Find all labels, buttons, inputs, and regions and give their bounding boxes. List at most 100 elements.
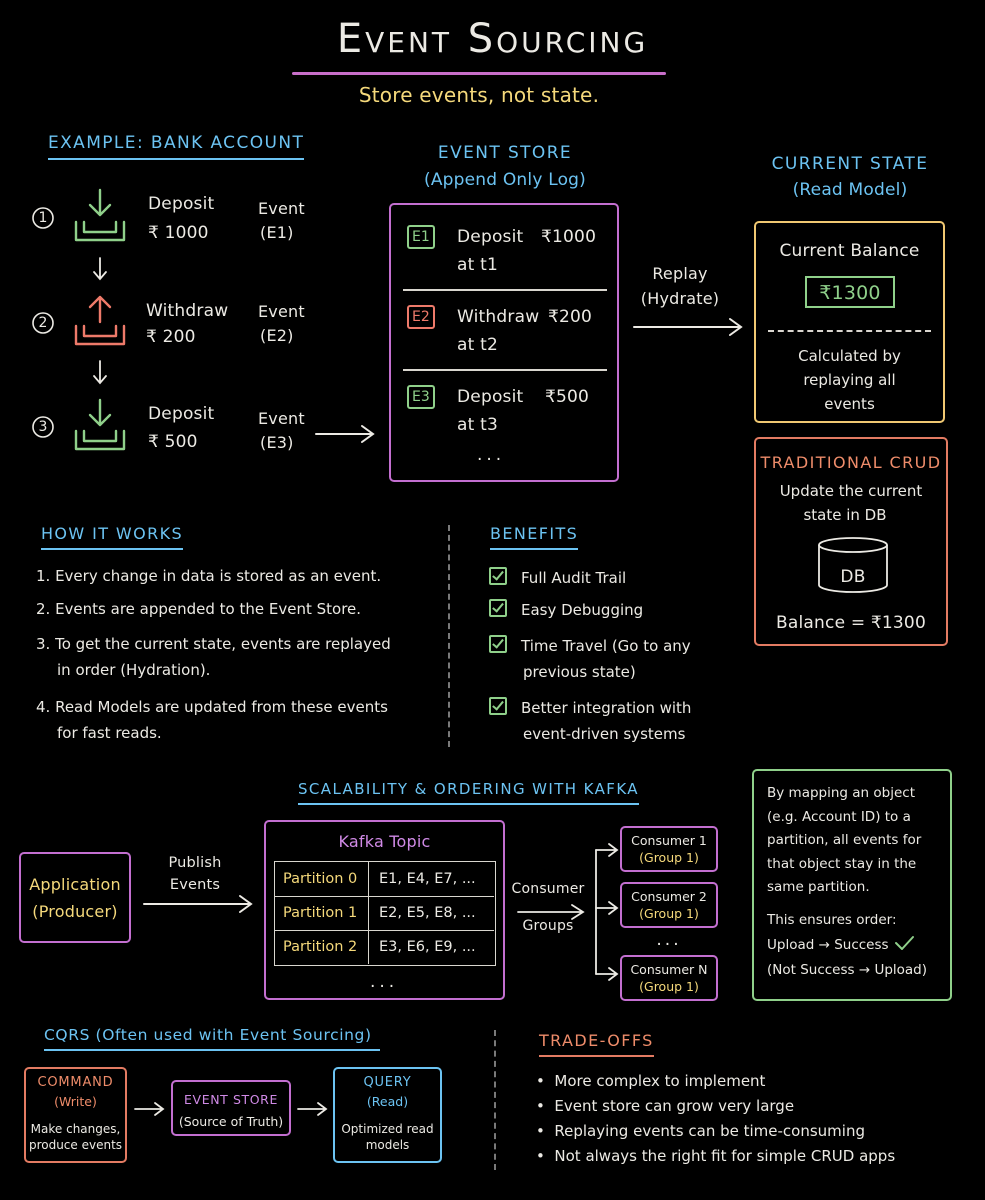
step-event-label: Event — [258, 409, 305, 428]
step-number-3: 3 — [38, 419, 48, 435]
step-event-id: (E1) — [260, 223, 294, 242]
check-icon — [489, 567, 507, 585]
event-amount: ₹200 — [548, 307, 593, 327]
benefit-item-cont: event-driven systems — [523, 725, 686, 743]
crud-desc-line: state in DB — [803, 506, 887, 524]
balance-note-line: Calculated by — [798, 347, 901, 365]
order-title: This ensures order: — [767, 912, 897, 928]
tradeoff-item: • More complex to implement — [536, 1072, 766, 1090]
event-amount: ₹500 — [545, 387, 590, 407]
bullet-icon: • — [536, 1072, 555, 1090]
step-number-2: 2 — [38, 315, 48, 331]
current-state-box: Current Balance ₹1300 Calculated by repl… — [754, 221, 945, 423]
benefit-item-cont: previous state) — [523, 663, 636, 681]
balance-label: Current Balance — [779, 241, 920, 261]
page-title: Event Sourcing — [336, 16, 649, 62]
event-id-badge: E1 — [407, 225, 435, 249]
event-id-badge: E3 — [407, 385, 435, 409]
consumer-group: (Group 1) — [639, 906, 699, 921]
bullet-icon: • — [536, 1097, 555, 1115]
consumer-box: Consumer 1 (Group 1) — [620, 826, 718, 872]
current-state-subheading: (Read Model) — [792, 180, 908, 200]
benefits-heading: Benefits — [490, 524, 579, 550]
divider — [403, 289, 607, 291]
step-action: Withdraw — [146, 301, 229, 321]
command-box: Command (Write) Make changes, produce ev… — [24, 1067, 127, 1163]
deposit-icon — [74, 398, 126, 451]
note-line: By mapping an object — [767, 785, 915, 801]
consumer-arrows — [517, 843, 619, 981]
check-icon — [489, 697, 507, 715]
order-ok: Upload → Success — [767, 934, 915, 956]
tradeoff-item: • Event store can grow very large — [536, 1097, 795, 1115]
title-underline — [292, 72, 666, 75]
note-line: same partition. — [767, 879, 870, 895]
withdraw-icon — [74, 295, 126, 346]
replay-sub: (Hydrate) — [640, 289, 720, 308]
order-bad: (Not Success → Upload) — [767, 962, 928, 978]
event-store-subheading: (Append Only Log) — [423, 170, 586, 190]
how-item: 3. To get the current state, events are … — [36, 635, 391, 653]
query-desc: models — [365, 1138, 410, 1152]
partition-name: Partition 2 — [283, 939, 358, 955]
partition-table: Partition 0 E1, E4, E7, ... Partition 1 … — [274, 861, 496, 966]
table-row-divider — [275, 930, 494, 931]
cqrs-arrow — [297, 1102, 328, 1116]
producer-box: Application (Producer) — [19, 852, 131, 943]
consumer-name: Consumer 1 — [631, 833, 707, 848]
consumers-ellipsis: ... — [656, 930, 682, 950]
event-entry: E2 — [407, 305, 435, 329]
consumer-name: Consumer 2 — [631, 889, 707, 904]
step-action: Deposit — [148, 404, 215, 424]
crud-balance: Balance = ₹1300 — [776, 613, 926, 633]
dashed-divider — [768, 330, 931, 332]
how-item: 4. Read Models are updated from these ev… — [36, 698, 388, 716]
query-desc: Optimized read — [341, 1122, 434, 1136]
balance-note-line: events — [824, 395, 875, 413]
divider — [403, 369, 607, 371]
event-store-cqrs-title: Event Store — [184, 1092, 278, 1107]
step-event-id: (E2) — [260, 326, 294, 345]
partition-note: By mapping an object (e.g. Account ID) t… — [767, 782, 921, 900]
check-icon — [489, 599, 507, 617]
consumer-group: (Group 1) — [639, 979, 699, 994]
event-time: at t2 — [457, 335, 498, 355]
partition-events: E1, E4, E7, ... — [379, 871, 476, 887]
consumer-groups-label: Consumer — [511, 881, 585, 897]
cqrs-heading: CQRS (Often used with Event Sourcing) — [44, 1026, 380, 1051]
publish-label: Events — [169, 877, 221, 893]
crud-box: Traditional CRUD Update the current stat… — [754, 437, 948, 646]
consumer-group: (Group 1) — [639, 850, 699, 865]
how-item-cont: for fast reads. — [57, 724, 162, 742]
cqrs-arrow — [134, 1102, 165, 1116]
benefit-item: Time Travel (Go to any — [489, 634, 691, 658]
step-amount: ₹ 1000 — [148, 223, 209, 243]
publish-label: Publish — [168, 855, 222, 871]
partition-note-box: By mapping an object (e.g. Account ID) t… — [752, 769, 952, 1001]
event-action: Deposit — [457, 387, 524, 407]
event-time: at t3 — [457, 415, 498, 435]
kafka-topic-label: Kafka Topic — [338, 832, 431, 851]
table-col-divider — [368, 862, 369, 964]
tradeoffs-heading: Trade-offs — [539, 1031, 654, 1057]
event-amount: ₹1000 — [541, 227, 597, 247]
event-time: at t1 — [457, 255, 498, 275]
event-store-cqrs-sub: (Source of Truth) — [178, 1114, 284, 1129]
how-item-cont: in order (Hydration). — [57, 661, 211, 679]
crud-desc-line: Update the current — [779, 482, 923, 500]
benefit-item: Full Audit Trail — [489, 566, 626, 590]
partition-name: Partition 1 — [283, 905, 358, 921]
replay-label: Replay — [652, 264, 708, 283]
step-amount: ₹ 500 — [148, 432, 198, 452]
consumer-box: Consumer N (Group 1) — [620, 955, 718, 1001]
command-title: Command — [37, 1075, 114, 1090]
note-line: (e.g. Account ID) to a — [767, 808, 911, 825]
replay-arrow — [633, 318, 743, 336]
step-event-label: Event — [258, 302, 305, 321]
event-entry: E3 — [407, 385, 435, 409]
step-action: Deposit — [148, 194, 215, 214]
event-store-heading: Event Store — [437, 143, 573, 163]
balance-value: ₹1300 — [805, 276, 895, 308]
query-box: Query (Read) Optimized read models — [333, 1067, 442, 1163]
producer-line: (Producer) — [32, 902, 118, 921]
